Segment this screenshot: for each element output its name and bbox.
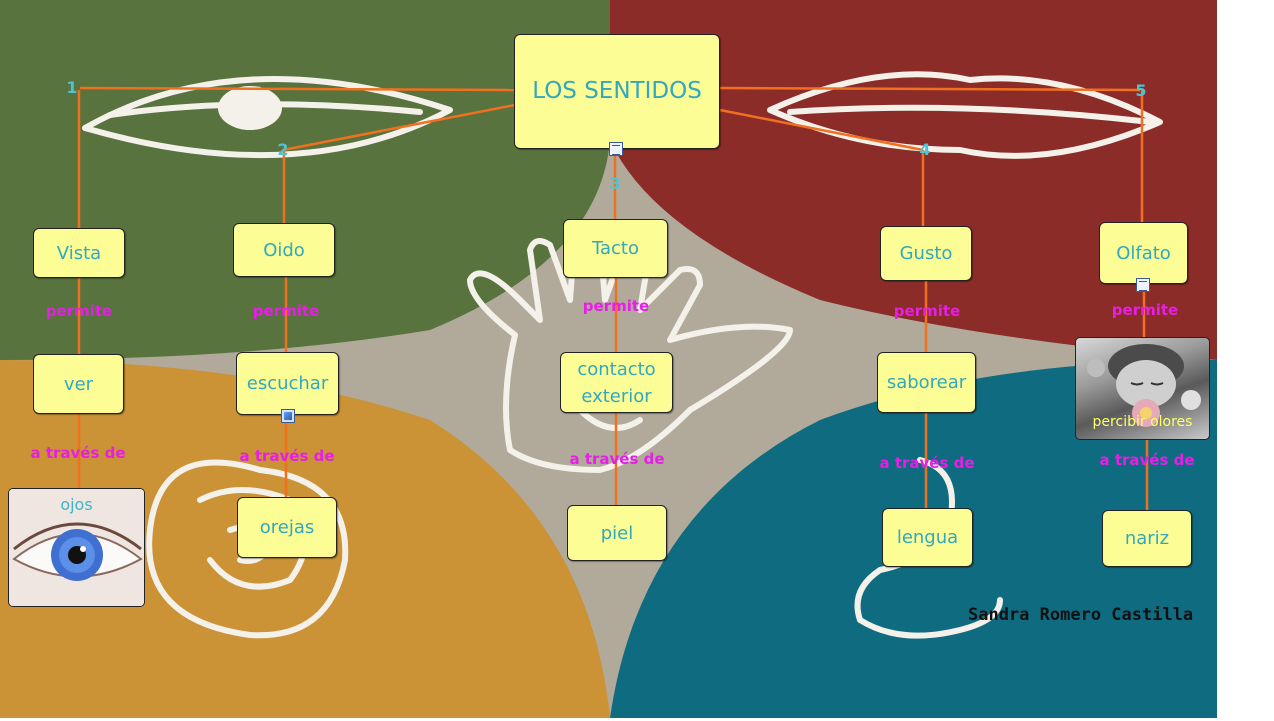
- author-credit: Sandra Romero Castilla: [968, 605, 1194, 625]
- sense-node-olfato[interactable]: Olfato: [1099, 222, 1188, 284]
- link-label-permite: permite: [1111, 301, 1179, 319]
- connector-lines: [77, 86, 1149, 510]
- verb-node-contacto-exterior[interactable]: contacto exterior: [560, 352, 673, 413]
- image-caption: percibir olores: [1092, 414, 1193, 430]
- line-title-5: [719, 86, 1141, 92]
- organ-node-piel[interactable]: piel: [567, 505, 667, 561]
- link-label-permite: permite: [582, 297, 650, 315]
- title-node[interactable]: LOS SENTIDOS: [514, 34, 720, 149]
- verb-node-ver[interactable]: ver: [33, 354, 124, 414]
- link-label-a-traves-de: a través de: [879, 454, 975, 472]
- line-title-1: [79, 86, 516, 92]
- link-label-a-traves-de: a través de: [569, 450, 665, 468]
- branch-number-4: 4: [919, 140, 931, 159]
- organ-node-lengua[interactable]: lengua: [882, 508, 973, 567]
- child-smelling-flower-photo: [1087, 344, 1201, 427]
- link-label-permite: permite: [45, 302, 113, 320]
- concept-map-canvas: LOS SENTIDOS 1 2 3 4 5 Vista Oido Tacto …: [0, 0, 1217, 718]
- branch-number-2: 2: [277, 140, 289, 159]
- line-title-4: [719, 108, 924, 152]
- link-label-a-traves-de: a través de: [239, 447, 335, 465]
- image-caption: ojos: [60, 495, 93, 514]
- note-icon[interactable]: [609, 142, 623, 156]
- eye-pupil: [218, 86, 282, 130]
- sense-node-vista[interactable]: Vista: [33, 228, 125, 278]
- link-label-permite: permite: [893, 302, 961, 320]
- line-title-2: [282, 103, 516, 152]
- verb-node-saborear[interactable]: saborear: [877, 352, 976, 413]
- nose-drawing: [854, 457, 1003, 639]
- organ-node-ojos[interactable]: ojos: [8, 488, 145, 607]
- note-icon[interactable]: [1136, 278, 1150, 292]
- hand-drawing: [467, 228, 793, 473]
- organ-node-nariz[interactable]: nariz: [1102, 510, 1192, 567]
- link-label-a-traves-de: a través de: [1099, 451, 1195, 469]
- verb-node-percibir-olores[interactable]: percibir olores: [1075, 337, 1210, 440]
- ear-drawing: [146, 459, 349, 639]
- verb-node-escuchar[interactable]: escuchar: [236, 352, 339, 415]
- sense-node-gusto[interactable]: Gusto: [880, 226, 972, 281]
- branch-number-1: 1: [66, 78, 78, 97]
- branch-number-5: 5: [1135, 81, 1147, 100]
- sense-node-oido[interactable]: Oido: [233, 223, 335, 277]
- link-label-a-traves-de: a través de: [30, 444, 126, 462]
- blue-eye-photo: [9, 489, 144, 606]
- image-icon[interactable]: [281, 409, 295, 423]
- link-label-permite: permite: [252, 302, 320, 320]
- branch-number-3: 3: [609, 174, 621, 193]
- organ-node-orejas[interactable]: orejas: [237, 497, 337, 558]
- sense-node-tacto[interactable]: Tacto: [563, 219, 668, 278]
